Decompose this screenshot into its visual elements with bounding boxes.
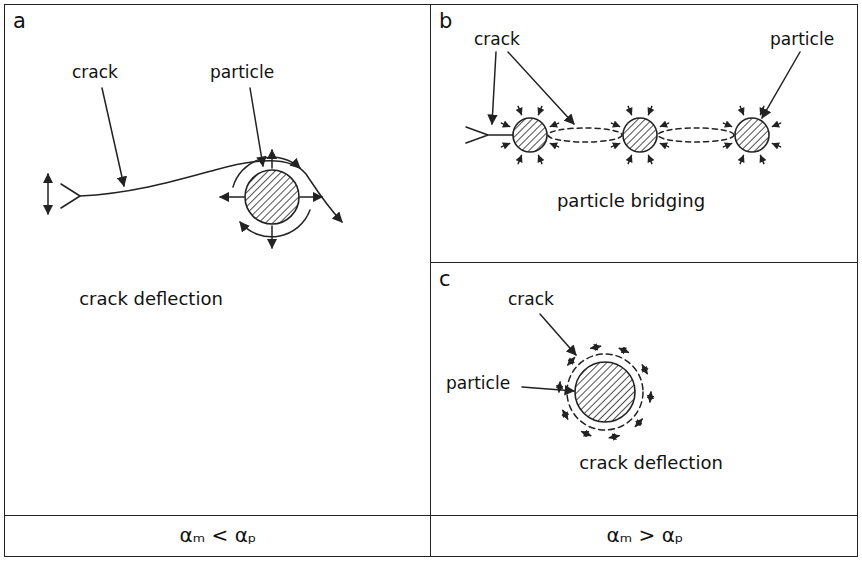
crack-circle (567, 354, 643, 430)
stress-arrow (538, 155, 541, 163)
bridged-crack (548, 128, 734, 142)
stress-arrow (628, 106, 631, 114)
stress-arrow (538, 106, 541, 114)
stress-arrow (660, 123, 668, 126)
stress-arrow (619, 348, 628, 352)
stress-arrows (220, 150, 322, 248)
stress-arrow (772, 143, 780, 146)
panel-letter: a (13, 9, 26, 33)
stress-arrow (628, 155, 631, 163)
stress-arrow (650, 392, 651, 402)
part-label: particle (446, 374, 510, 394)
condition-text: αₘ < αₚ (180, 524, 257, 547)
stress-arrow (740, 106, 743, 114)
crack-line (466, 127, 513, 143)
stress-arrow (648, 155, 651, 163)
leader-line (102, 88, 263, 186)
stress-arrow (723, 143, 731, 146)
leader-line (522, 314, 576, 391)
leader-line (492, 52, 800, 124)
stress-arrow (518, 155, 521, 163)
part-label: crack (508, 290, 554, 310)
stress-arrow (772, 123, 780, 126)
panel-box: αₘ < αₚ (4, 515, 431, 557)
stress-arrow (642, 365, 647, 374)
stress-arrow (550, 123, 558, 126)
stress-arrow (550, 143, 558, 146)
stress-arrow (760, 155, 763, 163)
stress-arrow (501, 143, 509, 146)
stress-arrow (611, 123, 619, 126)
panel-box: αₘ > αₚ (430, 515, 858, 557)
stress-arrows (559, 346, 651, 438)
crack-line (61, 161, 342, 222)
crack-opening-arrow (47, 174, 49, 214)
stress-arrow (582, 432, 591, 436)
stress-arrow (648, 106, 651, 114)
panel-caption: crack deflection (579, 453, 723, 474)
particle-circle (623, 118, 657, 152)
stress-arrow (591, 346, 601, 348)
particle-circle (245, 170, 299, 224)
condition-text: αₘ > αₚ (607, 524, 684, 547)
panel-caption: crack deflection (79, 289, 223, 310)
stress-arrow (518, 106, 521, 114)
stress-arrow (635, 419, 642, 426)
stress-arrows (501, 106, 780, 163)
particle-circle (575, 362, 635, 422)
particle-circle (735, 118, 769, 152)
part-label: particle (770, 30, 834, 50)
stress-arrow (723, 123, 731, 126)
stress-arrow (660, 143, 668, 146)
stress-arrow (611, 143, 619, 146)
panel-caption: particle bridging (557, 191, 705, 212)
part-label: particle (210, 63, 274, 83)
particle-circle (513, 118, 547, 152)
panel-letter: b (439, 9, 452, 33)
stress-arrow (609, 436, 619, 438)
part-label: crack (72, 63, 118, 83)
panel-letter: c (439, 267, 451, 291)
stress-arrow (501, 123, 509, 126)
stress-arrow (740, 155, 743, 163)
stress-arrow (568, 357, 575, 364)
stress-arrow (563, 410, 568, 419)
stress-arrow (760, 106, 763, 114)
part-label: crack (474, 30, 520, 50)
